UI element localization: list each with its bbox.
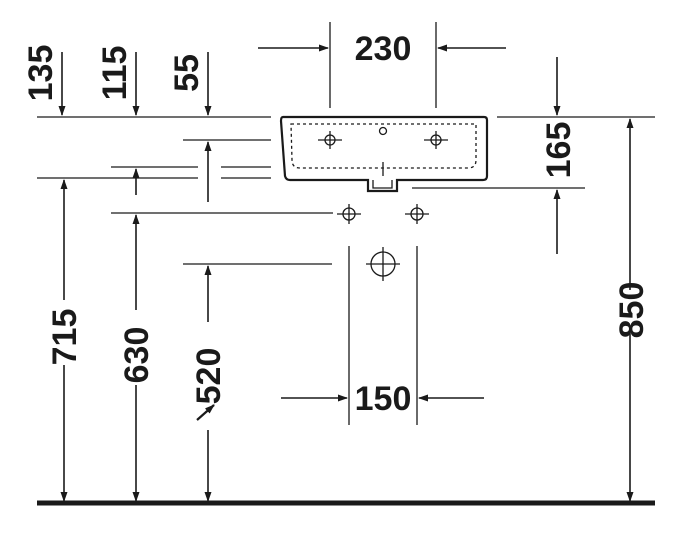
supply-connection-left (337, 204, 361, 224)
dimension-150: 150 (355, 380, 412, 418)
overflow-hole (378, 126, 388, 136)
extension-lines (37, 22, 655, 425)
dimension-arrows (58, 44, 634, 502)
dimension-230: 230 (355, 30, 412, 68)
tap-hole-left (318, 131, 342, 149)
dimension-850: 850 (613, 282, 651, 339)
dimension-55: 55 (168, 54, 206, 92)
dimension-520: 520 (190, 348, 228, 405)
supply-connection-right (405, 204, 429, 224)
dimension-715: 715 (46, 309, 84, 366)
dimension-630: 630 (118, 327, 156, 384)
dimension-165: 165 (540, 122, 578, 179)
dimension-115: 115 (96, 46, 134, 101)
tap-hole-right (424, 131, 448, 149)
dimension-135: 135 (22, 45, 60, 102)
washbasin-outline (279, 115, 489, 193)
waste-connection (366, 247, 400, 281)
